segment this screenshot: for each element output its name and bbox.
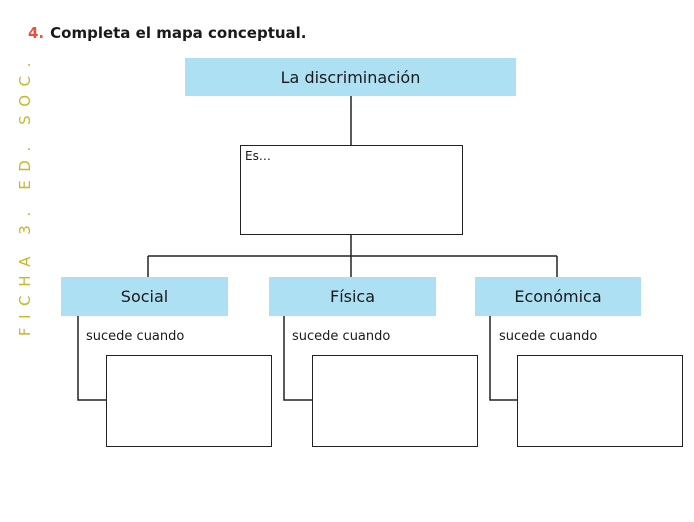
connector-label-social: sucede cuando — [86, 329, 185, 344]
branch-fisica-label: Física — [329, 287, 376, 306]
connector-label-economica: sucede cuando — [499, 329, 598, 344]
definition-answer-box[interactable]: Es… — [240, 145, 463, 235]
root-concept-label: La discriminación — [280, 67, 421, 87]
connector-label-fisica: sucede cuando — [292, 329, 391, 344]
instruction-number: 4. — [28, 24, 45, 42]
branch-social: Social — [61, 277, 228, 316]
instruction-heading: 4. Completa el mapa conceptual. — [28, 24, 307, 42]
line-elbow-fisica — [283, 316, 312, 401]
line-elbow-economica — [489, 316, 517, 401]
branch-economica: Económica — [475, 277, 641, 316]
instruction-text: Completa el mapa conceptual. — [50, 24, 307, 42]
answer-box-economica[interactable] — [517, 355, 683, 447]
definition-prompt: Es… — [245, 149, 271, 163]
answer-box-social[interactable] — [106, 355, 272, 447]
answer-box-fisica[interactable] — [312, 355, 478, 447]
branch-economica-label: Económica — [514, 287, 602, 306]
line-elbow-social — [77, 316, 106, 401]
branch-fisica: Física — [269, 277, 436, 316]
branch-social-label: Social — [120, 287, 169, 306]
root-concept: La discriminación — [185, 58, 516, 96]
